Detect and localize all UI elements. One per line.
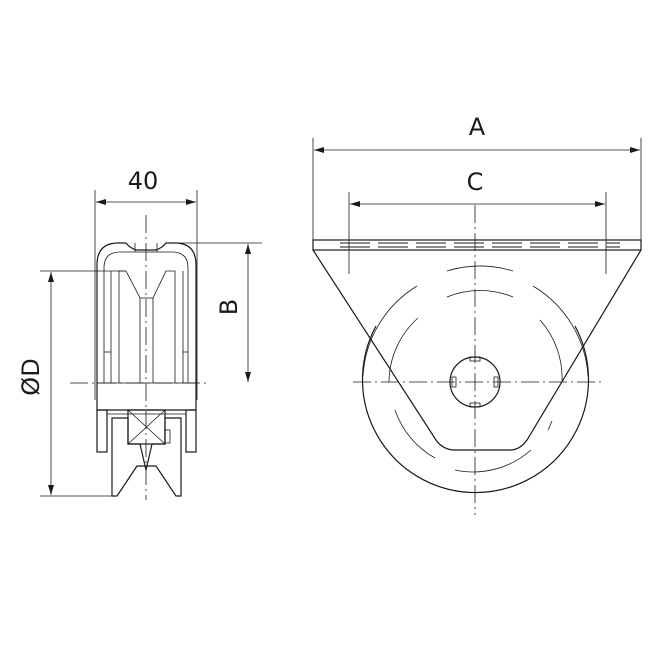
mounting-plate [312, 239, 642, 251]
bearing [127, 409, 166, 445]
bracket-section [96, 409, 108, 453]
wheel-groove-arcs [388, 290, 563, 473]
bracket-side [312, 249, 642, 451]
width-label: 40 [128, 167, 159, 195]
height-label: B [215, 299, 243, 315]
overall-width-label: A [469, 113, 486, 141]
wheel-section [111, 417, 182, 497]
diameter-label: ØD [17, 358, 45, 395]
front-view: A C [312, 113, 642, 515]
wheel-outer [361, 325, 590, 494]
bracket-outline [96, 242, 197, 411]
bracket-section [185, 409, 197, 453]
wheel-hidden-arcs [362, 265, 589, 377]
hole-spacing-label: C [467, 168, 484, 196]
side-view: 40 B ØD [17, 167, 262, 500]
wheel-profile [110, 270, 184, 383]
